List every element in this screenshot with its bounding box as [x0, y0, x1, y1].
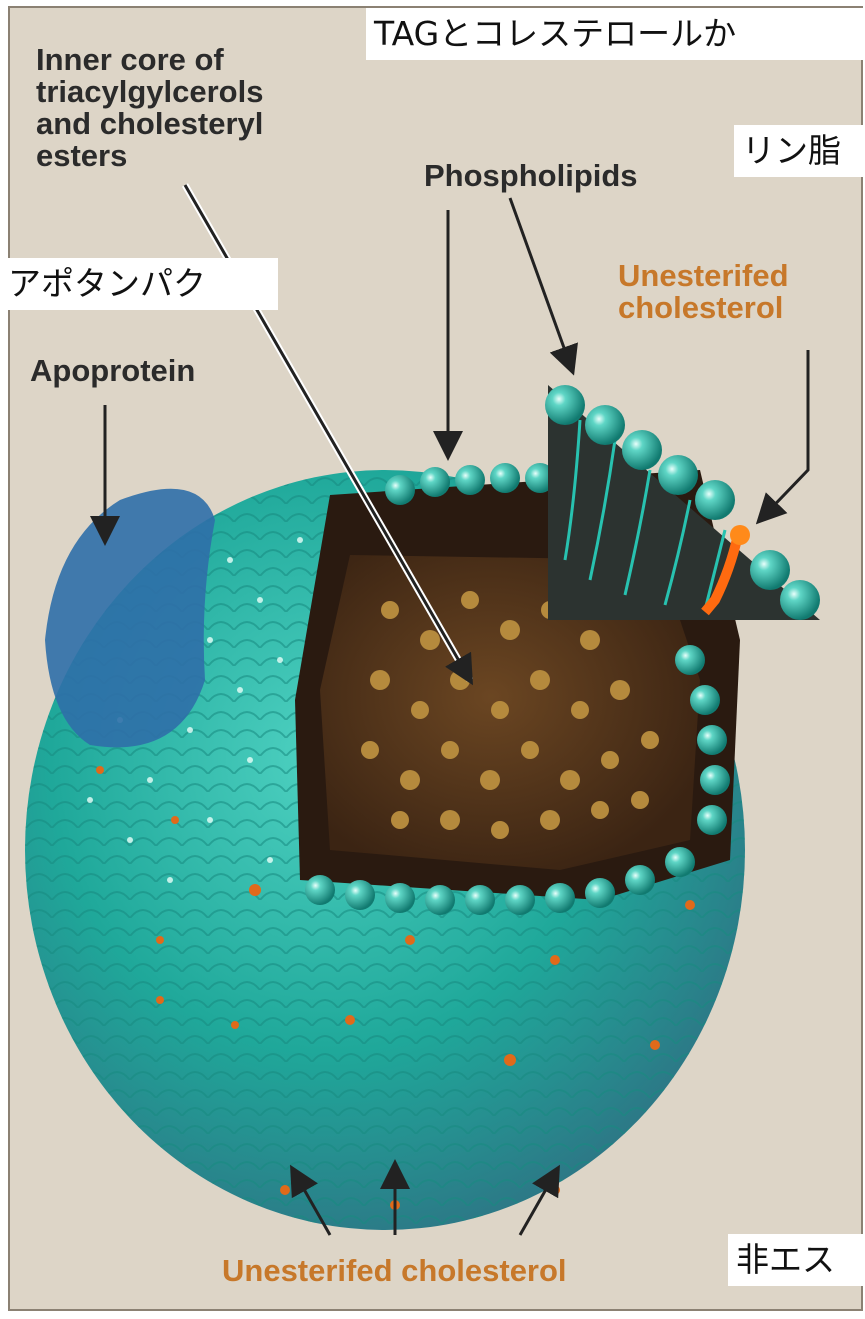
- unesterified-cholesterol-top-label: Unesterifed cholesterol: [618, 260, 789, 324]
- unesterified-cholesterol-bottom-label: Unesterifed cholesterol: [222, 1255, 567, 1287]
- apoprotein-label: Apoprotein: [30, 355, 195, 387]
- inner-core-label: Inner core of triacylgylcerols and chole…: [36, 44, 263, 172]
- phospholipid-jp-overlay: リン脂: [734, 125, 865, 177]
- tag-cholesterol-overlay: TAGとコレステロールか: [366, 8, 865, 60]
- phospholipids-label: Phospholipids: [424, 160, 638, 192]
- inset-cholesterol-head: [730, 525, 750, 545]
- apoprotein-jp-overlay: アポタンパク: [0, 258, 278, 310]
- unesterified-jp-overlay: 非エス: [728, 1234, 865, 1286]
- apoprotein-patch: [45, 489, 215, 748]
